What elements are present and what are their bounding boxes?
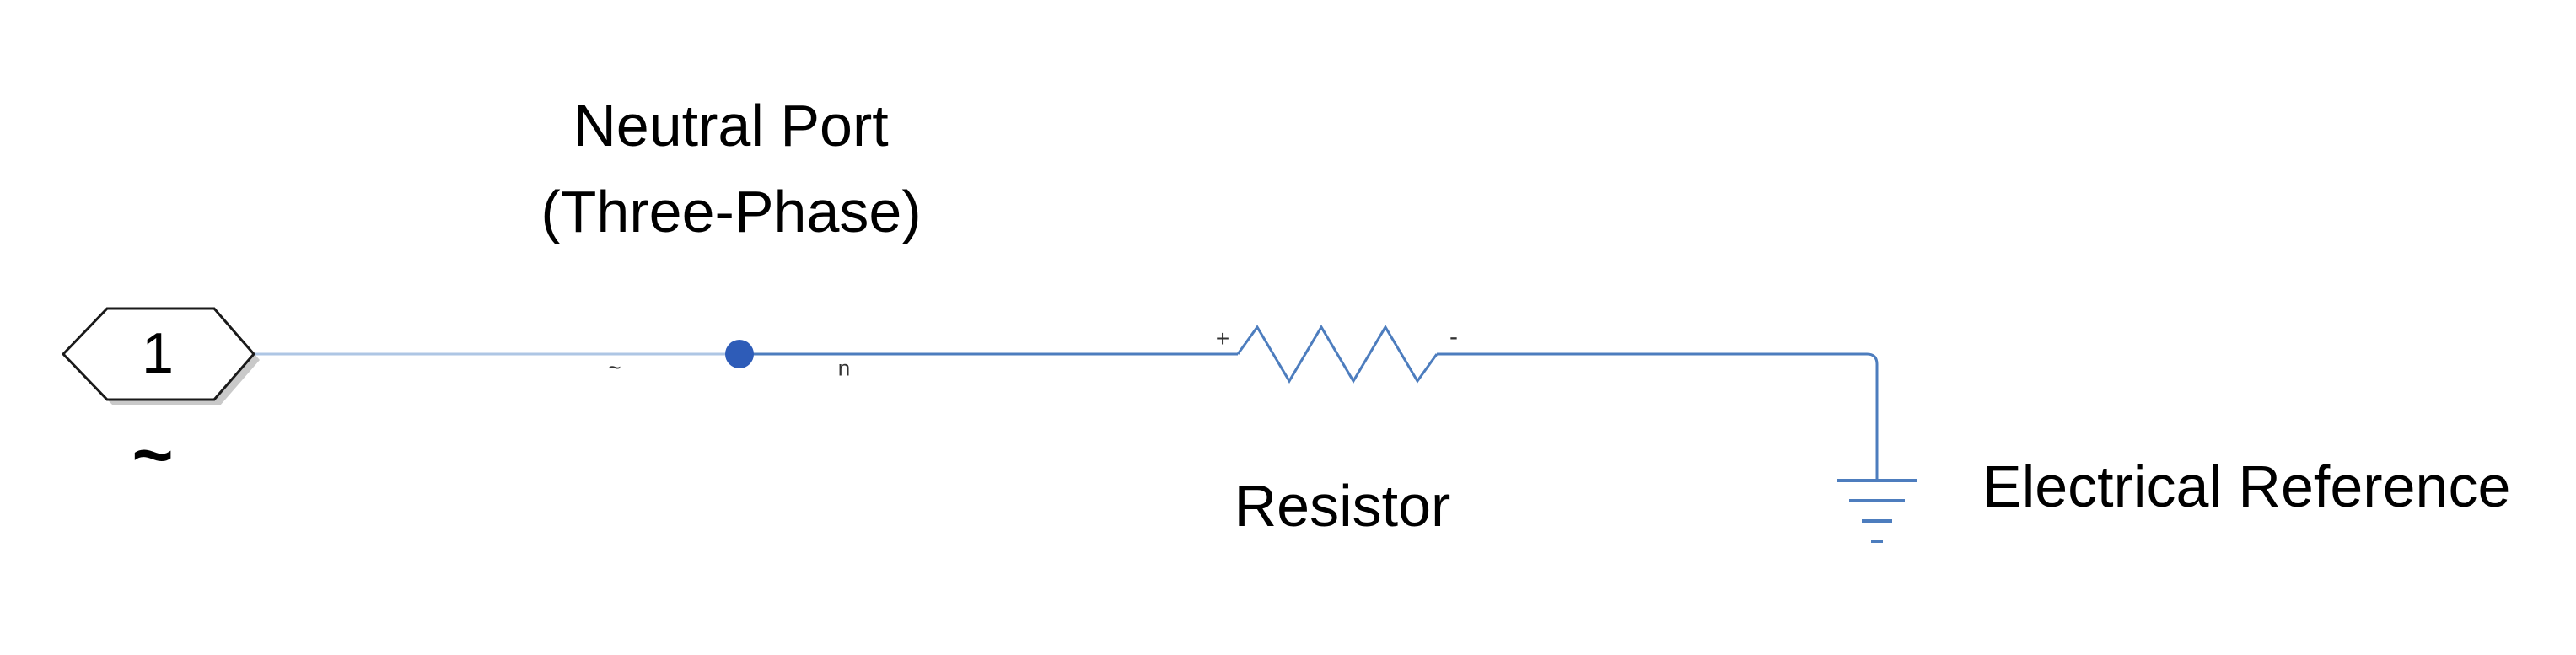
- connection-port-block-name[interactable]: ~: [132, 415, 174, 495]
- electrical-reference-block[interactable]: [1837, 479, 1917, 543]
- neutral-port-name-line1: Neutral Port: [573, 93, 889, 158]
- port-number: 1: [142, 321, 174, 385]
- wire-resistor-to-ground[interactable]: [1437, 352, 1879, 479]
- neutral-connection-node[interactable]: [725, 340, 754, 368]
- resistor-positive-terminal-label: +: [1215, 325, 1230, 352]
- resistor-negative-terminal-label: -: [1449, 323, 1458, 351]
- resistor-block[interactable]: [1236, 325, 1439, 384]
- port-annotation-n: n: [837, 355, 851, 381]
- electrical-reference-block-name[interactable]: Electrical Reference: [1982, 454, 2511, 519]
- connection-port-block[interactable]: [61, 307, 255, 401]
- port-annotation-tilde: ~: [608, 354, 621, 380]
- resistor-block-name[interactable]: Resistor: [1234, 473, 1451, 539]
- neutral-port-block-name[interactable]: Neutral Port (Three-Phase): [352, 83, 1111, 255]
- neutral-port-name-line2: (Three-Phase): [540, 179, 922, 244]
